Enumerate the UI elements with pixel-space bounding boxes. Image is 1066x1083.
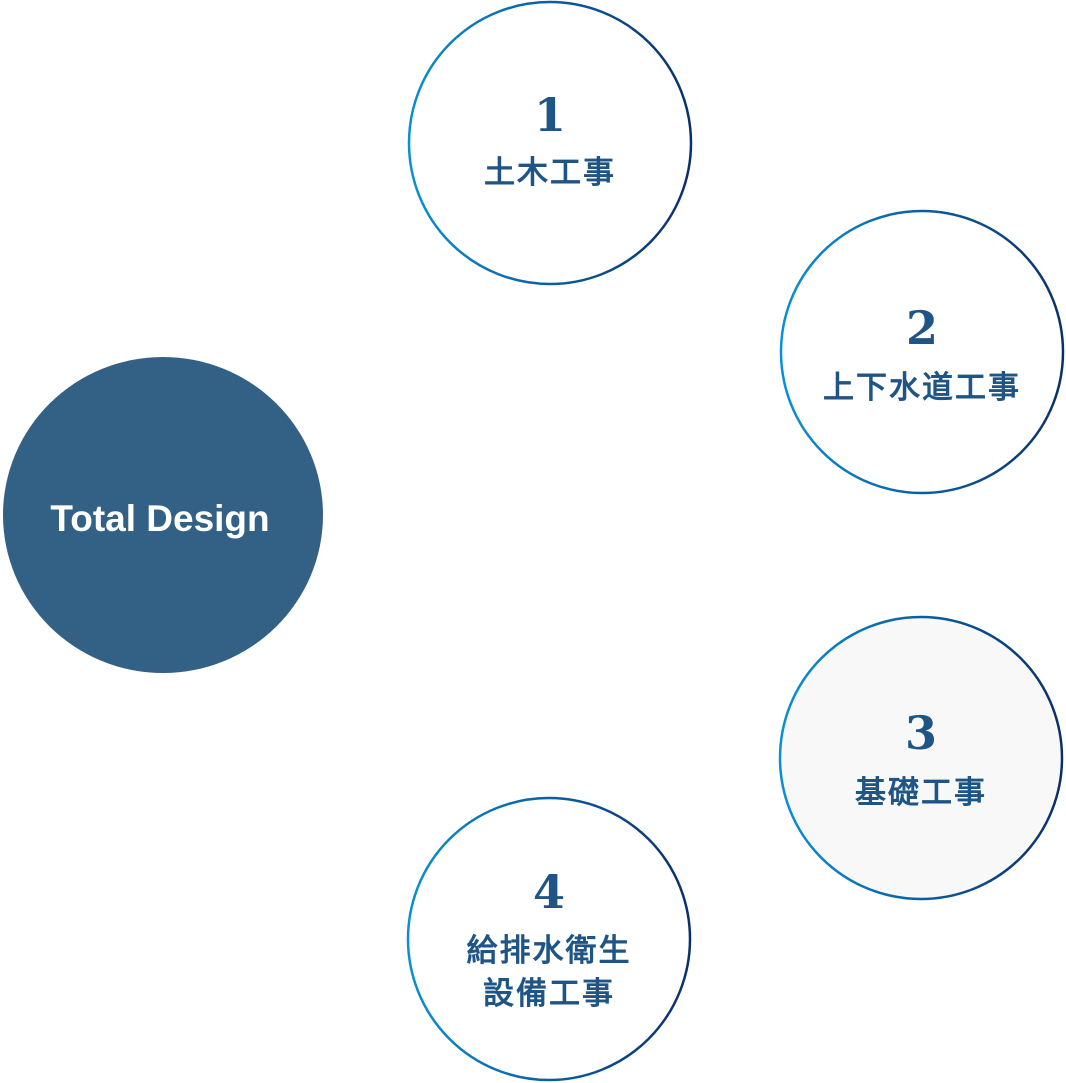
node-circle [778, 615, 1064, 901]
node-label: 上下水道工事 [823, 370, 1021, 406]
node-number: 3 [905, 706, 937, 760]
center-label: Total Design [50, 498, 269, 539]
node-label: 土木工事 [484, 155, 616, 191]
node-label-line-2: 設備工事 [483, 976, 615, 1012]
node-number: 4 [533, 865, 565, 919]
node-2[interactable]: 2 上下水道工事 [779, 209, 1065, 495]
center-node: Total Design [3, 357, 323, 673]
node-number: 1 [534, 88, 566, 142]
node-circle [779, 209, 1065, 495]
node-1[interactable]: 1 土木工事 [407, 0, 693, 286]
node-4[interactable]: 4 給排水衛生 設備工事 [406, 796, 692, 1082]
node-circle [407, 0, 693, 286]
center-circle [3, 357, 323, 673]
node-label-line-1: 給排水衛生 [467, 933, 632, 969]
node-circle [406, 796, 692, 1082]
node-label: 基礎工事 [855, 775, 987, 811]
node-3[interactable]: 3 基礎工事 [778, 615, 1064, 901]
node-number: 2 [906, 301, 938, 355]
